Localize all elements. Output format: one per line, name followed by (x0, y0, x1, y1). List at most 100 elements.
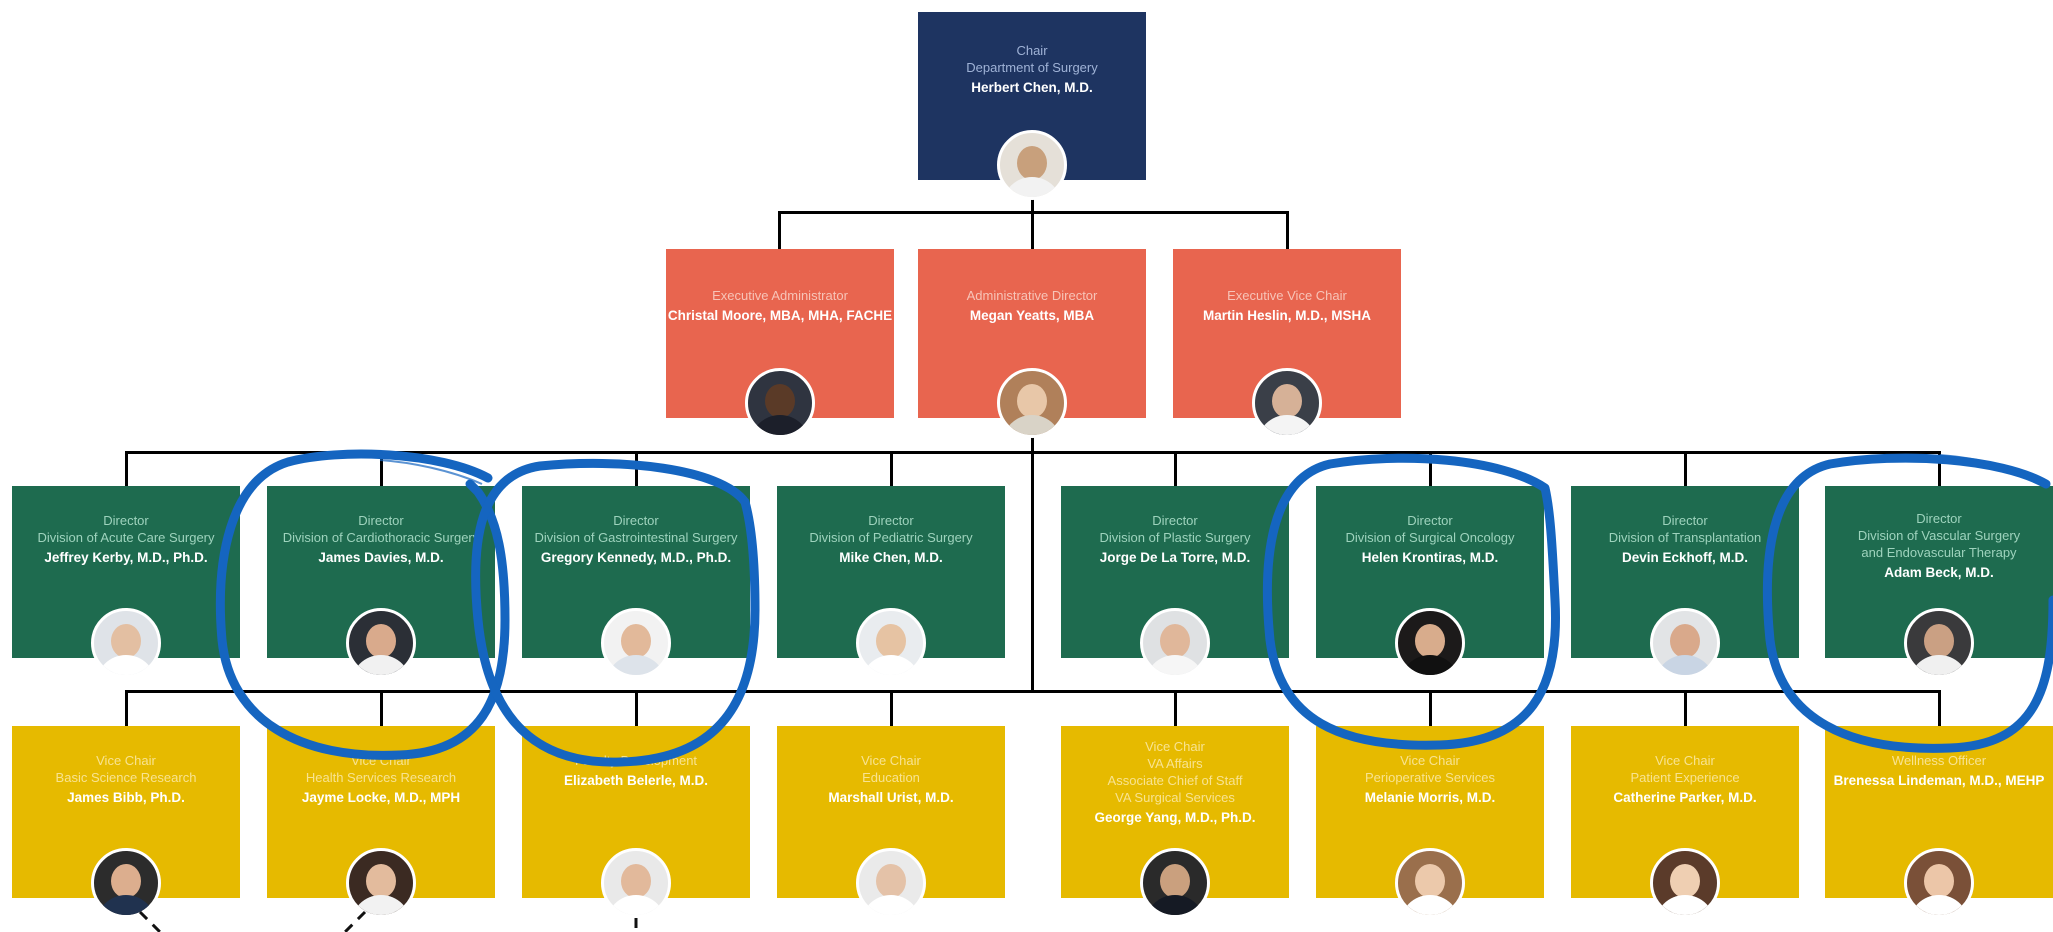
exec-name: Christal Moore, MBA, MHA, FACHE (667, 308, 893, 323)
chair-role: Chair Department of Surgery (966, 43, 1098, 75)
connector-drop-vice (1174, 690, 1177, 726)
director-avatar (1904, 608, 1974, 678)
director-avatar (601, 608, 671, 678)
director-box-surgical-oncology: Director Division of Surgical Oncology H… (1316, 486, 1544, 678)
director-avatar (856, 608, 926, 678)
vice-role: Faculty Development (574, 753, 698, 768)
connector-drop-director (1174, 451, 1177, 486)
connector-drop-director (1429, 451, 1432, 486)
chair-name: Herbert Chen, M.D. (971, 80, 1093, 95)
vice-name: Elizabeth Belerle, M.D. (563, 773, 709, 788)
exec-box-vice-chair: Executive Vice Chair Martin Heslin, M.D.… (1173, 249, 1401, 438)
director-box-transplantation: Director Division of Transplantation Dev… (1571, 486, 1799, 678)
connector-drop-director (635, 451, 638, 486)
director-name: Jorge De La Torre, M.D. (1099, 550, 1251, 565)
director-role: Director Division of Plastic Surgery (1099, 513, 1251, 545)
director-box-pediatric: Director Division of Pediatric Surgery M… (777, 486, 1005, 678)
vice-box-wellness: Wellness Officer Brenessa Lindeman, M.D.… (1825, 726, 2053, 918)
exec-role: Executive Vice Chair (1227, 288, 1347, 303)
director-name: Helen Krontiras, M.D. (1361, 550, 1499, 565)
vice-role: Vice Chair Patient Experience (1630, 753, 1740, 785)
director-role: Director Division of Gastrointestinal Su… (534, 513, 738, 545)
vice-avatar (1140, 848, 1210, 918)
director-box-acute-care: Director Division of Acute Care Surgery … (12, 486, 240, 678)
connector-drop-vice (380, 690, 383, 726)
vice-name: Brenessa Lindeman, M.D., MEHP (1833, 773, 2045, 788)
connector-drop-director (125, 451, 128, 486)
director-role: Director Division of Acute Care Surgery (37, 513, 215, 545)
connector-exec-left (778, 211, 781, 249)
vice-box-patient-experience: Vice Chair Patient Experience Catherine … (1571, 726, 1799, 918)
connector-vice-bar (125, 690, 1941, 693)
connector-drop-vice (1429, 690, 1432, 726)
vice-role: Vice Chair Health Services Research (305, 753, 457, 785)
chair-box: Chair Department of Surgery Herbert Chen… (918, 12, 1146, 200)
vice-role: Wellness Officer (1891, 753, 1987, 768)
vice-avatar (856, 848, 926, 918)
connector-drop-vice (1684, 690, 1687, 726)
director-name: Adam Beck, M.D. (1884, 565, 1994, 580)
vice-name: Jayme Locke, M.D., MPH (301, 790, 461, 805)
vice-name: James Bibb, Ph.D. (67, 790, 185, 805)
director-role: Director Division of Surgical Oncology (1345, 513, 1515, 545)
director-avatar (1650, 608, 1720, 678)
vice-avatar (91, 848, 161, 918)
vice-name: Catherine Parker, M.D. (1613, 790, 1757, 805)
vice-box-health-services: Vice Chair Health Services Research Jaym… (267, 726, 495, 918)
vice-name: George Yang, M.D., Ph.D. (1094, 810, 1256, 825)
vice-avatar (1904, 848, 1974, 918)
connector-drop-director (380, 451, 383, 486)
connector-drop-vice (890, 690, 893, 726)
vice-avatar (1395, 848, 1465, 918)
vice-name: Melanie Morris, M.D. (1364, 790, 1496, 805)
vice-box-va-affairs: Vice Chair VA Affairs Associate Chief of… (1061, 726, 1289, 918)
vice-avatar (1650, 848, 1720, 918)
director-name: Devin Eckhoff, M.D. (1621, 550, 1748, 565)
exec-role: Executive Administrator (712, 288, 848, 303)
vice-role: Vice Chair Education (861, 753, 921, 785)
director-name: James Davies, M.D. (318, 550, 444, 565)
exec-name: Megan Yeatts, MBA (969, 308, 1095, 323)
exec-role: Administrative Director (966, 288, 1098, 303)
connector-exec-right (1286, 211, 1289, 249)
connector-drop-vice (125, 690, 128, 726)
chair-avatar (997, 130, 1067, 200)
connector-exec-center (1031, 211, 1034, 249)
vice-avatar (601, 848, 671, 918)
vice-name: Marshall Urist, M.D. (828, 790, 954, 805)
director-avatar (1140, 608, 1210, 678)
director-role: Director Division of Vascular Surgery an… (1857, 511, 2021, 560)
director-name: Jeffrey Kerby, M.D., Ph.D. (44, 550, 208, 565)
director-avatar (1395, 608, 1465, 678)
director-box-plastic: Director Division of Plastic Surgery Jor… (1061, 486, 1289, 678)
director-name: Mike Chen, M.D. (839, 550, 943, 565)
exec-box-administrator: Executive Administrator Christal Moore, … (666, 249, 894, 438)
director-avatar (91, 608, 161, 678)
director-role: Director Division of Transplantation (1608, 513, 1762, 545)
director-box-cardiothoracic: Director Division of Cardiothoracic Surg… (267, 486, 495, 678)
exec-box-admin-director: Administrative Director Megan Yeatts, MB… (918, 249, 1146, 438)
director-role: Director Division of Pediatric Surgery (809, 513, 973, 545)
connector-drop-director (890, 451, 893, 486)
connector-drop-vice (635, 690, 638, 726)
exec-avatar (745, 368, 815, 438)
vice-role: Vice Chair Basic Science Research (55, 753, 197, 785)
connector-trunk (1031, 418, 1034, 693)
vice-box-faculty-development: Faculty Development Elizabeth Belerle, M… (522, 726, 750, 918)
vice-role: Vice Chair Perioperative Services (1364, 753, 1496, 785)
director-avatar (346, 608, 416, 678)
vice-box-basic-science: Vice Chair Basic Science Research James … (12, 726, 240, 918)
connector-drop-director (1684, 451, 1687, 486)
vice-box-education: Vice Chair Education Marshall Urist, M.D… (777, 726, 1005, 918)
connector-drop-vice (1938, 690, 1941, 726)
vice-role: Vice Chair VA Affairs Associate Chief of… (1107, 739, 1243, 805)
director-box-vascular: Director Division of Vascular Surgery an… (1825, 486, 2053, 678)
exec-avatar (1252, 368, 1322, 438)
vice-box-perioperative: Vice Chair Perioperative Services Melani… (1316, 726, 1544, 918)
director-box-gastrointestinal: Director Division of Gastrointestinal Su… (522, 486, 750, 678)
connector-drop-director (1938, 451, 1941, 486)
exec-name: Martin Heslin, M.D., MSHA (1202, 308, 1371, 323)
exec-avatar (997, 368, 1067, 438)
director-name: Gregory Kennedy, M.D., Ph.D. (540, 550, 732, 565)
